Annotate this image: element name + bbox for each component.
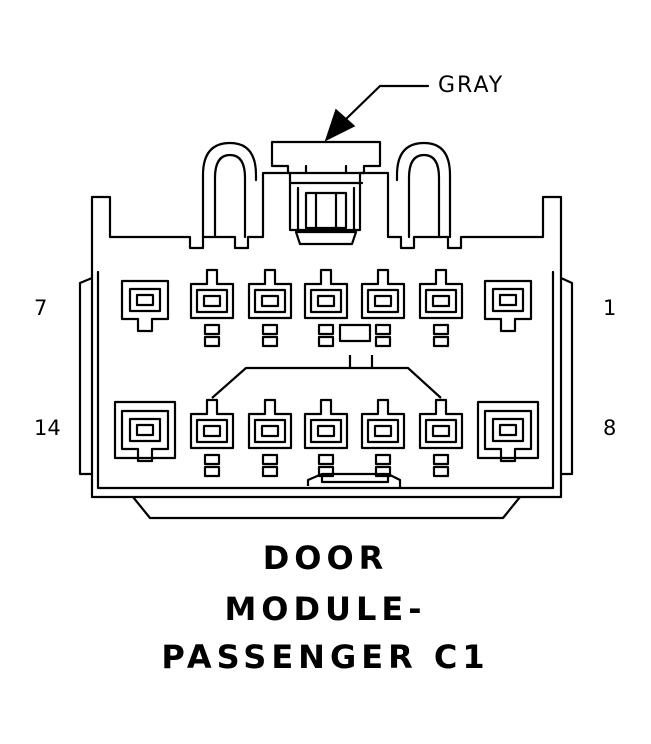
wire-color-label: GRAY	[438, 73, 505, 98]
pin-label-top-right: 1	[603, 296, 617, 320]
cavity-pin-1	[483, 279, 533, 333]
title-line-1: DOOR	[262, 539, 389, 577]
cavity-pin-7	[120, 279, 170, 333]
cavity-pin-10	[360, 398, 406, 450]
polarizing-key	[338, 323, 372, 343]
right-side-latch	[559, 276, 574, 476]
title-line-3: PASSENGER C1	[161, 638, 490, 676]
bottom-slot	[320, 472, 390, 484]
cavity-pin-2	[418, 268, 464, 320]
pin-label-bottom-right: 8	[603, 416, 617, 440]
pin-label-top-left: 7	[34, 296, 48, 320]
center-rib	[211, 366, 442, 399]
pin-label-bottom-left: 14	[34, 416, 61, 440]
title-line-2: MODULE-	[224, 590, 427, 628]
left-side-latch	[78, 276, 94, 476]
left-locking-arm	[201, 141, 258, 239]
cavity-pin-9	[418, 398, 464, 450]
bottom-skirt	[131, 495, 522, 520]
cavity-pin-6	[189, 268, 235, 320]
right-locking-arm	[395, 141, 452, 239]
cavity-pin-13	[189, 398, 235, 450]
connector-inner-border	[96, 270, 555, 490]
cavity-pin-12	[247, 398, 293, 450]
cavity-pin-8	[483, 409, 533, 463]
cavity-pin-11	[303, 398, 349, 450]
wire-color-leader	[343, 84, 430, 122]
cavity-pin-3	[360, 268, 406, 320]
cavity-pin-5	[247, 268, 293, 320]
center-lock-tab	[270, 140, 382, 175]
cavity-pin-4	[303, 268, 349, 320]
cavity-pin-14	[120, 409, 170, 463]
wire-color-arrowhead	[324, 108, 356, 142]
